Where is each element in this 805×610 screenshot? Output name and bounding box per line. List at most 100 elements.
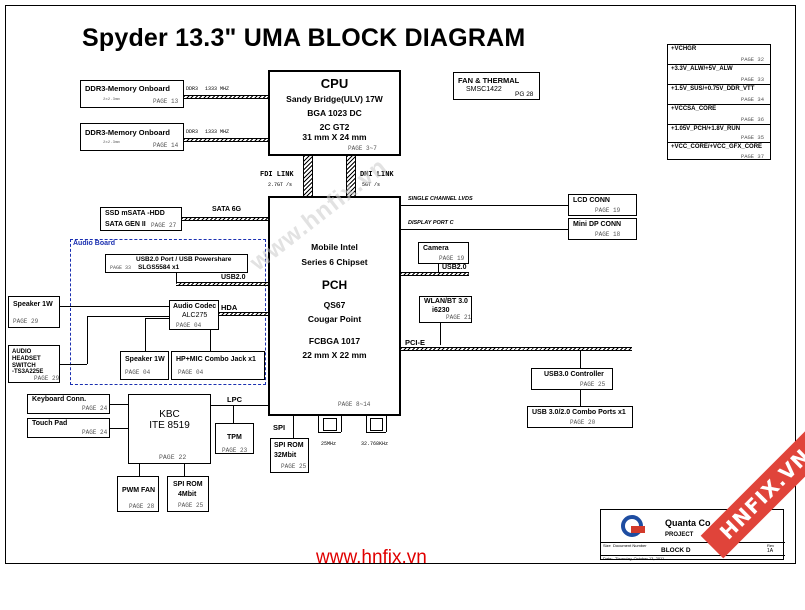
block-label: BLOCK D: [661, 547, 691, 554]
kbc-line: KBC: [159, 409, 180, 420]
pwm-fan-page: PAGE 28: [129, 503, 155, 510]
fan-thermal-box: FAN & THERMAL SMSC1422 PG 28: [453, 72, 540, 100]
sata-label: SATA 6G: [212, 206, 242, 213]
drawing-frame: [5, 5, 796, 564]
pch-line: 22 mm X 22 mm: [302, 350, 367, 360]
cpu-line: 2C GT2: [319, 122, 350, 132]
crystal-25mhz: [323, 418, 337, 431]
size-label: Size: [603, 543, 611, 548]
tpm-name: TPM: [227, 434, 242, 441]
codec-page: PAGE 04: [176, 322, 202, 329]
crystal2-label: 32.768KHz: [361, 441, 389, 447]
codec-to-speaker-h: [145, 318, 169, 319]
pch-block: Mobile Intel Series 6 Chipset PCH QS67 C…: [268, 196, 401, 416]
camera-box: Camera PAGE 19: [418, 242, 469, 264]
lvds-line: [401, 205, 568, 206]
lvds-label: SINGLE CHANNEL LVDS: [408, 196, 473, 202]
memory-bus-speed: 1333 MHZ: [205, 86, 230, 92]
dmi-link: [346, 156, 356, 196]
crystal1-label: 25MHz: [321, 441, 337, 447]
tpm-drop: [233, 405, 234, 423]
mini-dp-page: PAGE 18: [595, 231, 621, 238]
camera-drop: [438, 264, 439, 272]
pwm-drop: [139, 464, 140, 476]
spi-drop: [293, 416, 294, 438]
memory-box-2: DDR3-Memory Onboard 2x2.3mm PAGE 14: [80, 123, 184, 151]
crystal-32khz: [370, 418, 383, 431]
memory-bus-speed: 1333 MHZ: [205, 129, 230, 135]
project-label: PROJECT: [665, 532, 694, 538]
speaker-page: PAGE 29: [13, 318, 39, 325]
memory-page: PAGE 13: [153, 98, 179, 105]
lcd-name: LCD CONN: [573, 197, 610, 204]
speaker-page: PAGE 04: [125, 369, 151, 376]
memory-bus-type: DDR3: [186, 129, 199, 135]
memory-bus-type: DDR3: [186, 86, 199, 92]
headset-line: HEADSET: [12, 356, 41, 362]
memory-bus-1: [184, 95, 268, 99]
cpu-block: CPU Sandy Bridge(ULV) 17W BGA 1023 DC 2C…: [268, 70, 401, 156]
mini-dp-name: Mini DP CONN: [573, 221, 622, 228]
cpu-heading: CPU: [320, 76, 349, 91]
dmi-label: DMI LINK: [360, 171, 394, 179]
speaker-left-box: Speaker 1W PAGE 29: [8, 296, 60, 328]
memory-note: 2x2.3mm: [103, 141, 120, 145]
dp-line: [401, 229, 568, 230]
hda-label: HDA: [221, 303, 238, 312]
touchpad-name: Touch Pad: [32, 420, 68, 427]
ssd-page: PAGE 27: [151, 222, 177, 229]
quanta-logo-mark: [631, 526, 645, 533]
mini-dp-box: Mini DP CONN PAGE 18: [568, 218, 637, 240]
date-label: Date:: [603, 556, 613, 561]
usb-bus-left: [176, 282, 268, 286]
diagram-title: Spyder 13.3" UMA BLOCK DIAGRAM: [82, 24, 526, 52]
headset-line: AUDIO: [12, 349, 32, 355]
pcie-label: PCI-E: [405, 338, 426, 347]
fan-chip: SMSC1422: [466, 86, 502, 93]
date-value: Thursday, October 13, 2011: [615, 556, 665, 561]
doc-label: Document Number: [613, 543, 647, 548]
wlan-page: PAGE 21: [446, 314, 472, 321]
kbc-line: ITE 8519: [149, 420, 190, 431]
audio-board-label: Audio Board: [73, 240, 115, 247]
speaker-name: Speaker 1W: [13, 301, 53, 308]
ssd-box: SSD mSATA -HDD SATA GEN II PAGE 27: [100, 207, 182, 231]
speaker-mid-box: Speaker 1W PAGE 04: [120, 351, 169, 380]
pch-line: Mobile Intel: [311, 242, 358, 252]
ssd-line: SATA GEN II: [105, 221, 146, 228]
headset-page: PAGE 29: [34, 375, 60, 382]
pch-line: FCBGA 1017: [308, 336, 361, 346]
codec-chip: ALC275: [182, 312, 208, 319]
usb3-ports-page: PAGE 20: [570, 419, 596, 426]
wlan-line: WLAN/BT 3.0: [424, 298, 468, 305]
crystal2-wire-a: [366, 416, 367, 432]
lpc-wire: [211, 405, 268, 406]
hda-bus: [219, 312, 268, 316]
usb-page: PAGE 33: [110, 265, 132, 271]
headset-line: -TS3A225E: [12, 369, 44, 375]
spi-rom-page: PAGE 25: [281, 463, 307, 470]
usb3-ports-name: USB 3.0/2.0 Combo Ports x1: [532, 409, 626, 416]
lcd-page: PAGE 19: [595, 207, 621, 214]
camera-name: Camera: [423, 245, 449, 252]
keyboard-name: Keyboard Conn.: [32, 396, 87, 403]
combo-jack-page: PAGE 04: [178, 369, 204, 376]
ssd-line: SSD mSATA -HDD: [105, 210, 165, 217]
memory-box-1: DDR3-Memory Onboard 2x2.3mm PAGE 13: [80, 80, 184, 108]
tpm-page: PAGE 23: [222, 447, 248, 454]
memory-note: 2x2.3mm: [103, 98, 120, 102]
headset-line: SWITCH: [12, 363, 36, 369]
title-sep: [601, 542, 785, 543]
usb-bus-right: [401, 272, 469, 276]
company-name: Quanta Co: [665, 518, 711, 528]
keyboard-page: PAGE 24: [82, 405, 108, 412]
memory-name: DDR3-Memory Onboard: [85, 128, 171, 137]
codec-line: Audio Codec: [173, 303, 217, 310]
memory-name: DDR3-Memory Onboard: [85, 84, 171, 93]
pch-heading: PCH: [321, 278, 348, 292]
fdi-link: [303, 156, 313, 196]
kbc-page: PAGE 22: [159, 454, 187, 461]
